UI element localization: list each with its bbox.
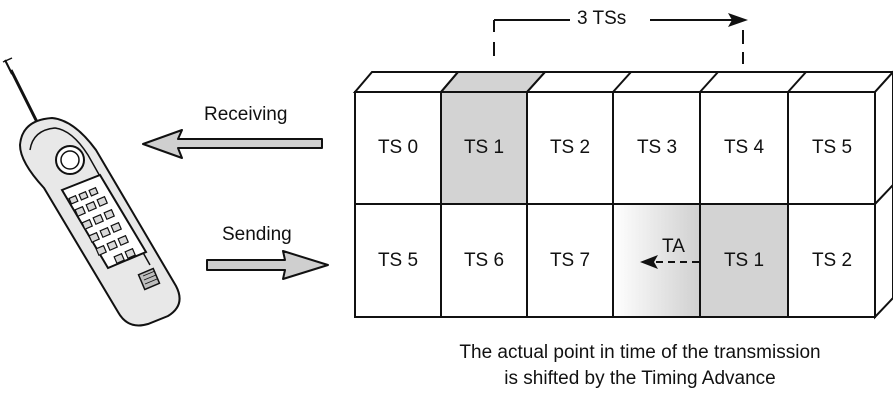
- cell-top-0: [354, 91, 442, 205]
- cell-bottom-4-highlight: [699, 203, 789, 318]
- sending-label: Sending: [222, 224, 292, 245]
- block-top-face: [352, 71, 893, 93]
- caption-line-1: The actual point in time of the transmis…: [459, 342, 821, 363]
- caption-line-2: is shifted by the Timing Advance: [504, 368, 776, 389]
- ta-arrow: [640, 255, 700, 269]
- ta-label: TA: [662, 236, 685, 257]
- cell-top-4: [699, 91, 789, 205]
- mobile-phone-icon: [2, 57, 181, 327]
- bottom-cell-label: TS 7: [549, 250, 591, 271]
- caption: The actual point in time of the transmis…: [380, 340, 893, 392]
- cell-bottom-2: [526, 203, 614, 318]
- cell-bottom-3-gradient: [612, 203, 701, 318]
- top-cell-label: TS 5: [811, 137, 853, 158]
- bottom-cell-label: TS 1: [723, 250, 765, 271]
- bottom-cell-label: TS 6: [463, 250, 505, 271]
- cell-bottom-5: [787, 203, 876, 318]
- bracket-arrowhead: [728, 13, 748, 27]
- top-cell-label: TS 1: [463, 137, 505, 158]
- top-cell-label: TS 0: [377, 137, 419, 158]
- receiving-arrow: [142, 129, 323, 159]
- cell-top-3: [612, 91, 701, 205]
- top-cell-label: TS 3: [636, 137, 678, 158]
- bottom-cell-label: TS 2: [811, 250, 853, 271]
- span-label: 3 TSs: [577, 8, 627, 29]
- cell-top-1-highlight: [440, 91, 528, 205]
- cell-top-5: [787, 91, 876, 205]
- sending-arrow: [206, 250, 329, 280]
- bottom-cell-label: TS 5: [377, 250, 419, 271]
- cell-bottom-0: [354, 203, 442, 318]
- top-cell-label: TS 2: [549, 137, 591, 158]
- receiving-label: Receiving: [204, 104, 288, 125]
- top-cell-label: TS 4: [723, 137, 765, 158]
- three-ts-bracket: [493, 19, 744, 64]
